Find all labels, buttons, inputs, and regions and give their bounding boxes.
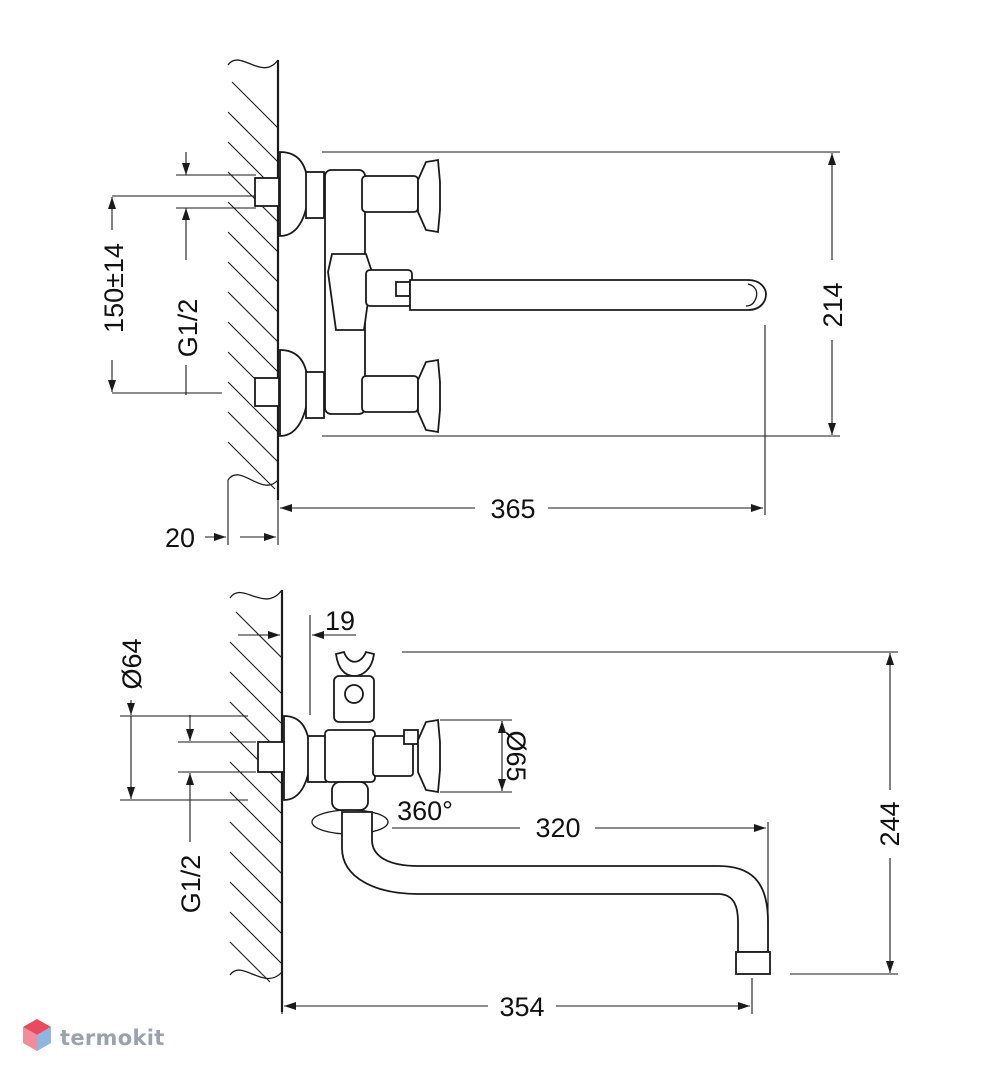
- top-view: 150±14 G1/2 214 365 20: [99, 59, 848, 553]
- watermark-text: termokit: [60, 1025, 165, 1050]
- wall-side: [229, 589, 284, 1012]
- wall-top: [227, 59, 280, 545]
- dimension-labels-top: 150±14 G1/2 214 365 20: [99, 243, 848, 553]
- dimension-labels-side: 19 Ø64 G1/2 Ø65 360° 320 244 354: [117, 606, 905, 1022]
- dim-thread-label-side: G1/2: [176, 855, 206, 914]
- dim-rosette-diameter-label: Ø64: [117, 638, 147, 689]
- dim-handle-diameter-label: Ø65: [501, 730, 531, 781]
- dim-height-label-top: 214: [818, 282, 848, 327]
- dimension-lines-top: [108, 151, 840, 541]
- dim-reach-label-side: 354: [499, 992, 544, 1022]
- dimension-lines-side: [120, 615, 898, 1014]
- mixer-body-side: [257, 650, 771, 975]
- dim-thread-label-top: G1/2: [173, 299, 203, 358]
- mixer-body-top: [254, 151, 767, 437]
- dim-spacing-label: 150±14: [99, 243, 129, 333]
- dim-wall-offset-label: 20: [165, 523, 195, 553]
- dim-height-label-side: 244: [875, 801, 905, 846]
- dim-spout-length-label: 320: [535, 813, 580, 843]
- dim-reach-label-top: 365: [490, 494, 535, 524]
- cube-logo-icon: [22, 1018, 52, 1057]
- side-view: 19 Ø64 G1/2 Ø65 360° 320 244 354: [117, 589, 905, 1022]
- watermark-logo: termokit: [22, 1018, 165, 1057]
- dim-offset-label: 19: [325, 606, 355, 636]
- dim-rotation-label: 360°: [397, 796, 453, 826]
